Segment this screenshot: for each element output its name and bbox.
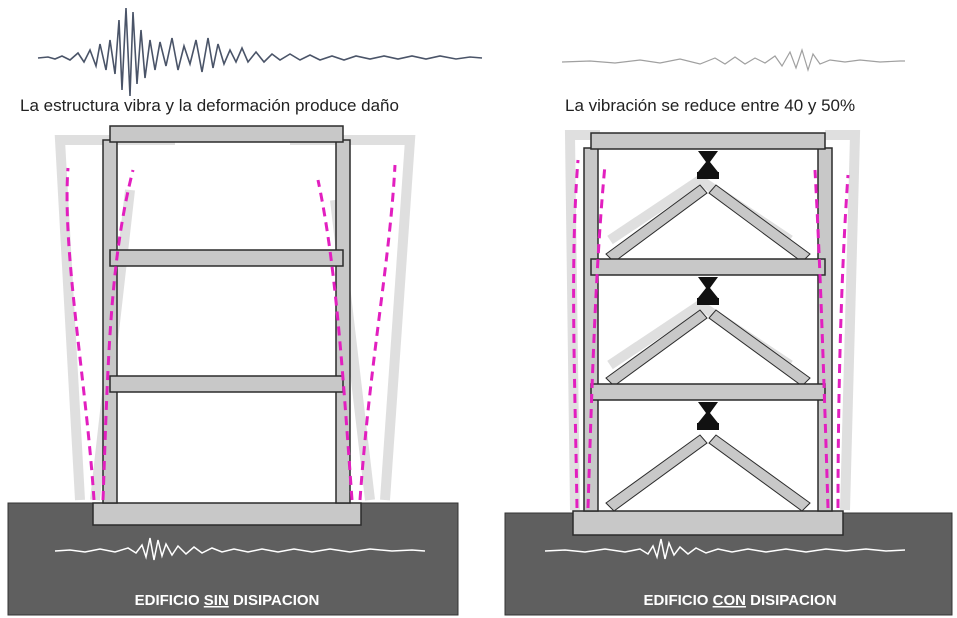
left-ground-label: EDIFICIO SIN DISIPACION <box>135 592 320 609</box>
roof-beam <box>109 125 344 143</box>
deformation-curves-right <box>572 159 850 509</box>
floor-beam <box>590 258 826 276</box>
seismogram-weak <box>561 48 905 73</box>
damper-device <box>697 277 719 305</box>
right-caption: La vibración se reduce entre 40 y 50% <box>565 96 855 115</box>
foundation-slab-right <box>572 510 844 536</box>
seismogram-ground-right <box>544 538 906 560</box>
left-panel: La estructura vibra y la deformación pro… <box>7 7 483 616</box>
floor-beam <box>109 249 344 267</box>
chevron-braces <box>605 184 811 512</box>
left-caption: La estructura vibra y la deformación pro… <box>20 96 399 115</box>
roof-beam <box>590 132 826 150</box>
foundation-slab-left <box>92 502 362 526</box>
damper-device <box>697 402 719 430</box>
seismogram-strong <box>37 7 483 97</box>
floor-beam <box>109 375 344 393</box>
seismogram-ground-left <box>54 537 426 561</box>
right-panel: La vibración se reduce entre 40 y 50% <box>504 48 953 616</box>
deformation-curves-left <box>65 164 397 501</box>
floor-beam <box>590 383 826 401</box>
damper-device <box>697 151 719 179</box>
right-ground-label: EDIFICIO CON DISIPACION <box>643 592 836 609</box>
